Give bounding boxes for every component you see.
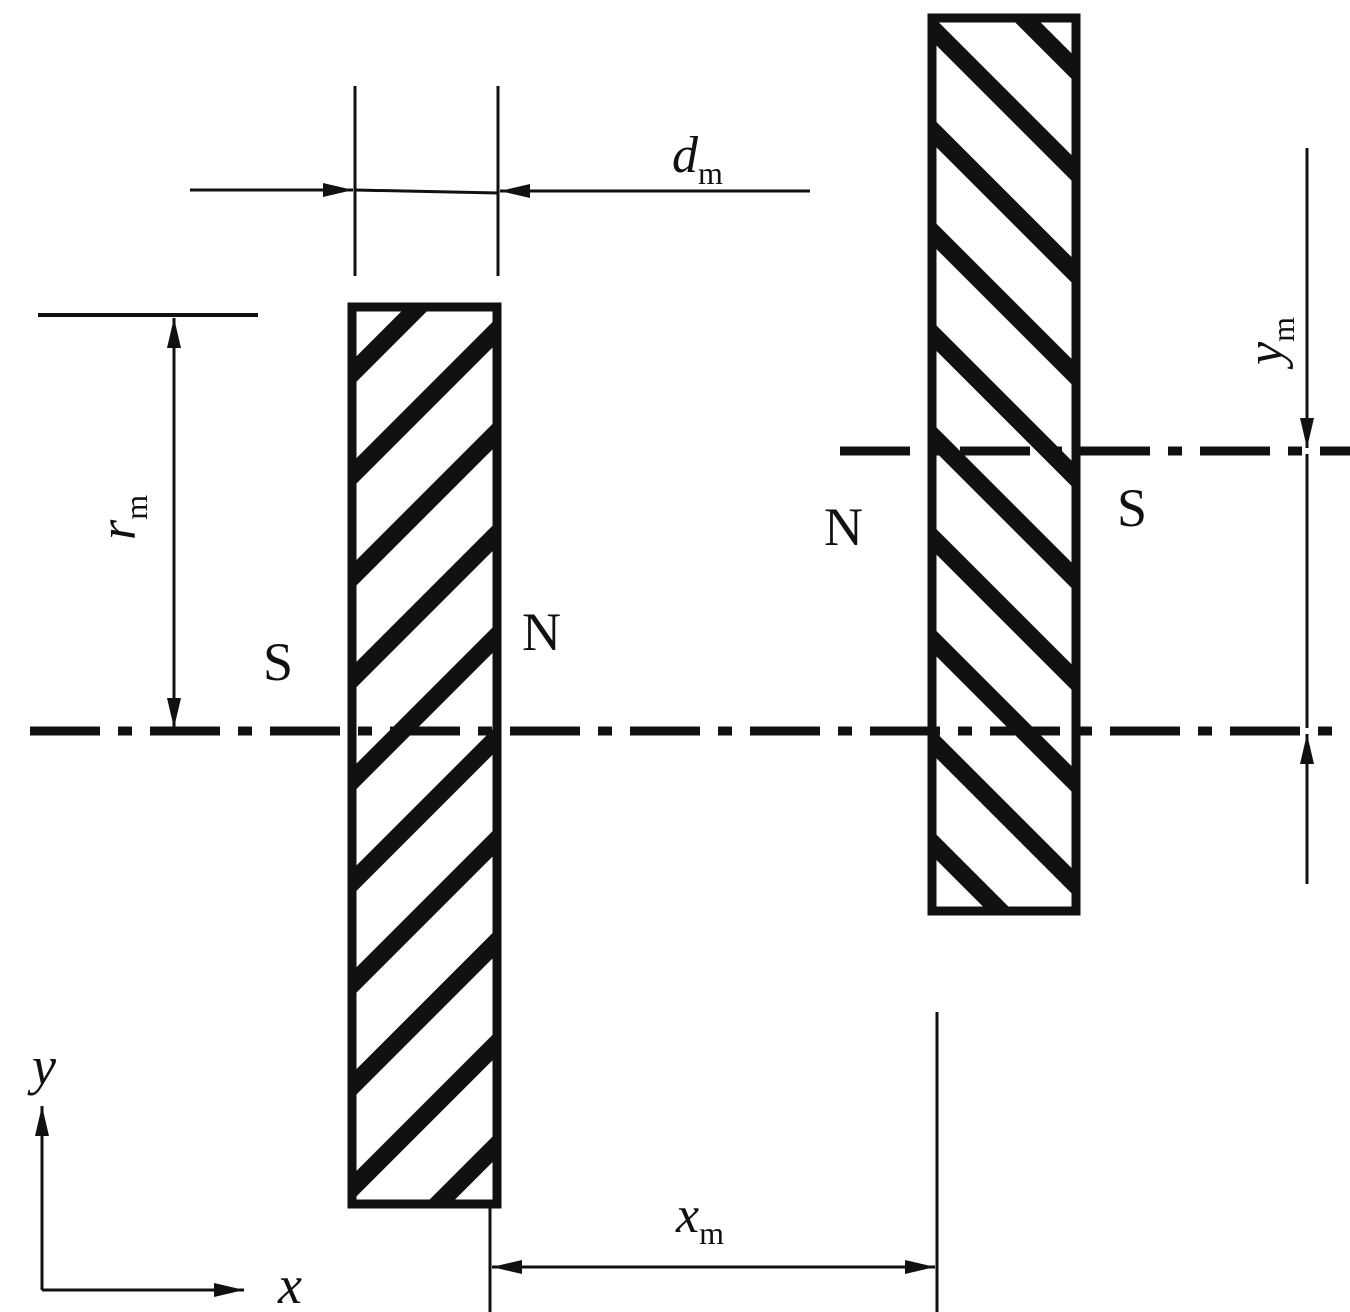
rm-label: rm: [90, 495, 154, 540]
dm-label: dm: [672, 127, 723, 191]
xm-label: xm: [675, 1187, 724, 1251]
magnet1-south-pole-label: S: [263, 632, 293, 692]
magnet-2: [927, 13, 1081, 916]
magnet1-north-pole-label: N: [522, 602, 561, 662]
magnet-1: [347, 302, 502, 1209]
axis-x-label: x: [277, 1255, 302, 1312]
ym-label: ym: [1237, 317, 1301, 370]
axis-y-label: y: [27, 1036, 56, 1096]
magnet2-south-pole-label: S: [1117, 478, 1147, 538]
dm-span-line: [354, 188, 499, 195]
magnet2-north-pole-label: N: [824, 497, 863, 557]
